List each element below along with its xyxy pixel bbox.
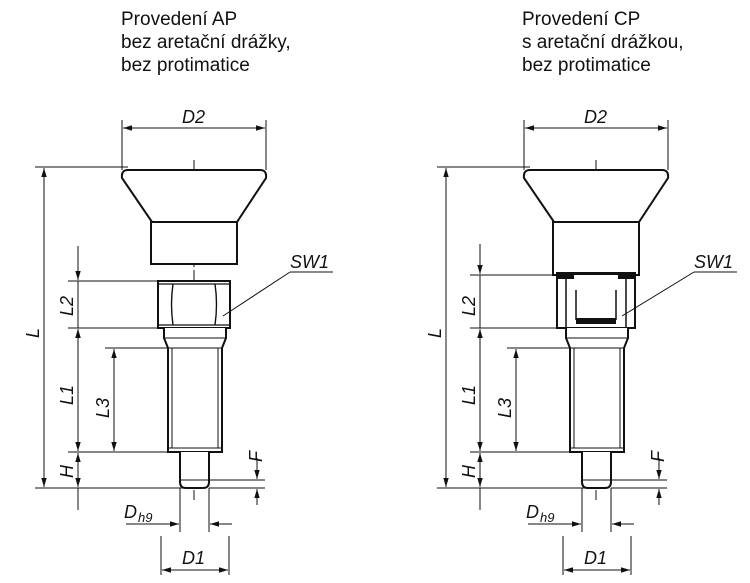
- dim-f: F: [611, 450, 668, 505]
- dim-d2: D2: [523, 107, 669, 170]
- dim-d1: D1: [160, 536, 230, 575]
- caption-left-line-1: Provedení AP: [121, 9, 238, 30]
- dim-l: L: [23, 166, 186, 489]
- view-cp: D2 L L2 L1 L3 H: [425, 107, 737, 575]
- label-l: L: [23, 328, 43, 338]
- knob-head: [120, 169, 268, 223]
- label-l: L: [425, 328, 445, 338]
- dim-l3: L3: [495, 347, 570, 451]
- locking-pin: [581, 452, 612, 489]
- label-h9: h9: [540, 510, 554, 525]
- dim-l2: L2: [459, 244, 557, 329]
- caption-right-line-2: s aretační drážkou,: [522, 32, 684, 53]
- label-d2: D2: [584, 107, 607, 127]
- dim-l1: L1: [57, 329, 168, 453]
- label-d: D: [124, 502, 137, 522]
- label-d2: D2: [182, 107, 205, 127]
- label-f: F: [648, 450, 668, 462]
- dim-d2: D2: [121, 107, 267, 170]
- label-l1: L1: [57, 385, 77, 405]
- caption-right: Provedení CP s aretační drážkou, bez pro…: [522, 8, 684, 77]
- label-l3: L3: [495, 398, 515, 418]
- label-l2: L2: [459, 296, 479, 316]
- label-l2: L2: [57, 296, 77, 316]
- label-h: H: [459, 464, 479, 478]
- hex-nut: [157, 280, 231, 329]
- knob-neck: [552, 221, 640, 276]
- label-d1: D1: [182, 548, 205, 568]
- label-sw1: SW1: [694, 252, 733, 272]
- dim-h: H: [459, 453, 483, 510]
- label-l3: L3: [93, 398, 113, 418]
- threaded-body: [565, 328, 629, 453]
- dim-h: H: [57, 453, 81, 510]
- knob-head: [522, 169, 670, 223]
- label-h: H: [57, 464, 77, 478]
- label-d: D: [526, 502, 539, 522]
- dim-d1: D1: [562, 536, 632, 575]
- label-l1: L1: [459, 385, 479, 405]
- locking-pin: [179, 452, 210, 489]
- knob-neck: [150, 221, 238, 265]
- caption-left-line-2: bez aretační drážky,: [121, 32, 291, 53]
- dim-l2: L2: [57, 246, 158, 345]
- leader-sw1: SW1: [621, 252, 737, 317]
- label-f: F: [246, 450, 266, 462]
- dim-dh9: D h9: [124, 488, 232, 532]
- dim-l3: L3: [93, 347, 168, 451]
- dim-dh9: D h9: [526, 488, 634, 532]
- label-sw1: SW1: [290, 252, 329, 272]
- label-d1: D1: [584, 548, 607, 568]
- threaded-body: [163, 328, 227, 453]
- leader-sw1: SW1: [222, 252, 333, 317]
- caption-right-line-1: Provedení CP: [522, 9, 641, 30]
- label-h9: h9: [138, 510, 152, 525]
- caption-right-line-3: bez protimatice: [522, 55, 651, 76]
- caption-left: Provedení AP bez aretační drážky, bez pr…: [121, 8, 291, 77]
- caption-left-line-3: bez protimatice: [121, 55, 250, 76]
- dim-f: F: [209, 450, 266, 505]
- dim-l1: L1: [459, 329, 570, 453]
- dim-l: L: [425, 166, 588, 489]
- view-ap: D2 L L2 L1 L3: [23, 107, 333, 575]
